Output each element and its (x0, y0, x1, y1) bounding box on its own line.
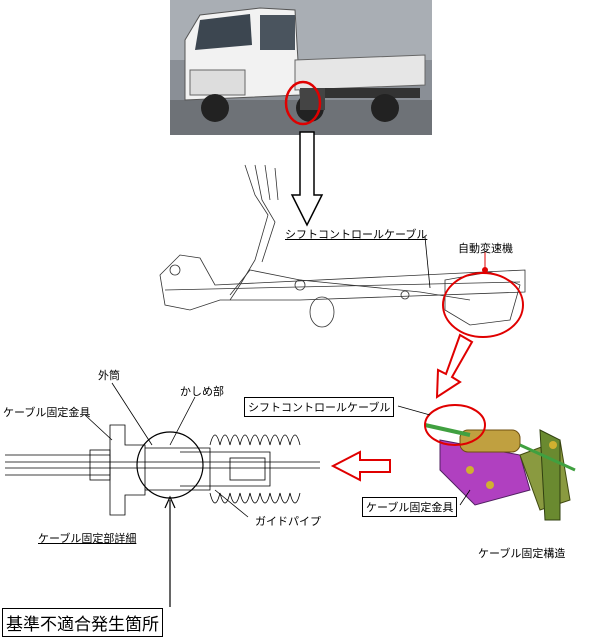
highlight-circle-transmission (442, 272, 524, 338)
highlight-circle-photo (284, 80, 322, 126)
label-guide-pipe: ガイドパイプ (255, 515, 321, 528)
label-cable-bracket: ケーブル固定金具 (3, 406, 91, 419)
cable-fixing-structure-3d (424, 423, 576, 521)
defect-pointer-arrow (164, 495, 176, 607)
highlight-circle-bracket (424, 404, 486, 446)
label-cable-bracket-box: ケーブル固定金具 (362, 497, 458, 517)
label-defect-location: 基準不適合発生箇所 (2, 608, 163, 637)
down-arrow (290, 131, 324, 227)
red-arrow-down-left (435, 333, 474, 399)
label-shift-cable: シフトコントロールケーブル (285, 228, 428, 241)
label-shift-cable-box: シフトコントロールケーブル (244, 397, 395, 417)
cable-fixing-detail-drawing (5, 424, 320, 516)
chassis-drawing (159, 164, 526, 328)
defect-circle (136, 431, 204, 499)
truck-photo (170, 0, 432, 135)
label-crimp-part: かしめ部 (180, 385, 224, 398)
leader-line-cable (424, 236, 431, 289)
label-cable-fixing-detail: ケーブル固定部詳細 (38, 532, 137, 545)
red-arrow-left (330, 450, 391, 482)
label-outer-tube: 外筒 (98, 369, 120, 382)
label-auto-transmission: 自動変速機 (458, 242, 513, 255)
label-cable-fixing-structure: ケーブル固定構造 (478, 547, 566, 560)
